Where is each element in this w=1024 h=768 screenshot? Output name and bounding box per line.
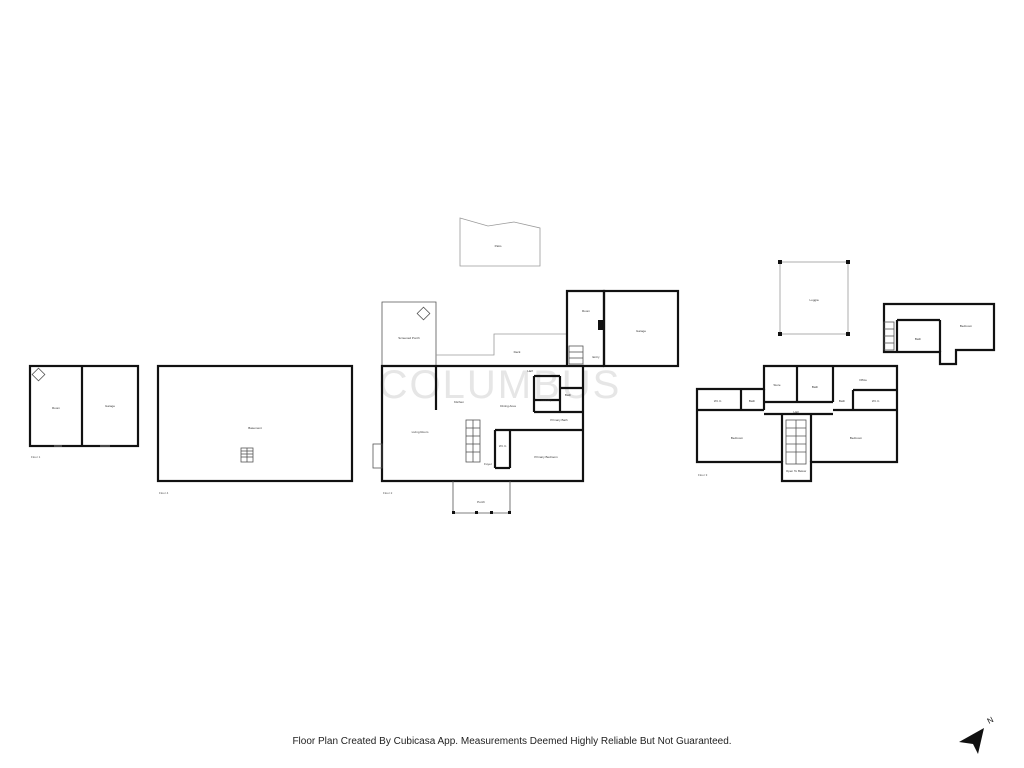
screened-porch-outline [381,301,437,366]
room-label-screened-porch: Screened Porch [398,336,420,340]
floor-3-plan: Loggia Bath Bedroom Store [695,260,996,483]
stair-symbol [568,345,584,365]
room-label-half-bath: Half [527,369,533,373]
room-label-bath: Bath [565,393,572,397]
deck-outline [436,333,568,366]
patio-outline [459,217,541,267]
room-label-wic: W.I.C. [499,444,507,448]
loggia-outline [779,261,849,335]
porch-post [508,511,511,514]
room-label-hall: Hall [793,410,799,414]
floor-4-plan: Basement Floor 4 [156,364,354,495]
room-label-primary-bath: Primary Bath [550,418,568,422]
side-stair-bump [372,443,383,469]
room-label-foyer: Foyer [484,462,492,466]
room-label-wic-3a: W.I.C. [714,399,722,403]
porch-post [452,511,455,514]
room-label-bedroom-3a: Bedroom [731,436,744,440]
floor-3-outline [695,364,899,483]
loggia-post [846,332,850,336]
loggia-post [778,332,782,336]
basement-outline [156,364,354,483]
room-label-garage: Garage [105,404,115,408]
room-label-bath-upper: Bath [915,337,922,341]
main-garage-outline [602,289,680,368]
room-label-wic-3b: W.I.C. [872,399,880,403]
room-label-living-room: Living Room [412,430,429,434]
room-label-bath-3c: Bath [839,399,846,403]
porch-post [490,511,493,514]
room-label-loggia: Loggia [809,298,818,302]
porch-post [475,511,478,514]
room-label-basement: Basement [248,426,262,430]
room-label-garage-main: Garage [636,329,646,333]
compass-north-icon: N [959,715,996,754]
floor-label-4: Floor 4 [159,491,169,495]
fireplace-symbol [598,320,604,330]
room-label-office: Office [859,378,867,382]
room-label-entry: Entry [592,355,600,359]
room-label-bedroom-3b: Bedroom [850,436,863,440]
room-label-laundry: Laundry [541,398,552,402]
main-house-outline [380,364,585,483]
room-label-porch: Porch [477,500,485,504]
front-porch-outline [452,481,511,514]
room-label-patio: Patio [495,244,502,248]
floor-label-2: Floor 2 [383,491,393,495]
room-label-deck: Deck [514,350,521,354]
stair-symbol [31,367,46,382]
stair-symbol [416,306,431,321]
room-label-dining-area: Dining Area [500,404,516,408]
room-label-bath-3a: Bath [812,385,819,389]
room-label-primary-bedroom: Primary Bedroom [534,455,558,459]
north-arrow-icon [959,728,984,754]
room-label-bath-3b: Bath [749,399,756,403]
room-label-bedroom-upper: Bedroom [960,324,973,328]
floor-label-1: Floor 1 [31,455,41,459]
disclaimer-footer: Floor Plan Created By Cubicasa App. Meas… [292,736,732,747]
floor-1-outline [28,364,140,448]
room-label-kitchen: Kitchen [454,400,464,404]
room-label-store: Store [773,383,781,387]
floor-label-3: Floor 3 [698,473,708,477]
loggia-post [778,260,782,264]
room-label-upper-room: Room [582,309,591,313]
room-label-room: Room [52,406,61,410]
compass-letter: N [986,715,996,726]
floor-2-plan: Patio Screened Porch Deck Room Entry Gar… [372,217,680,514]
upper-suite-outline [882,302,996,366]
floor-1-plan: Room Garage Floor 1 [28,364,140,459]
loggia-post [846,260,850,264]
room-label-open-to-below: Open To Below [786,469,807,473]
watermark-text: COLUMBUS [379,363,622,407]
